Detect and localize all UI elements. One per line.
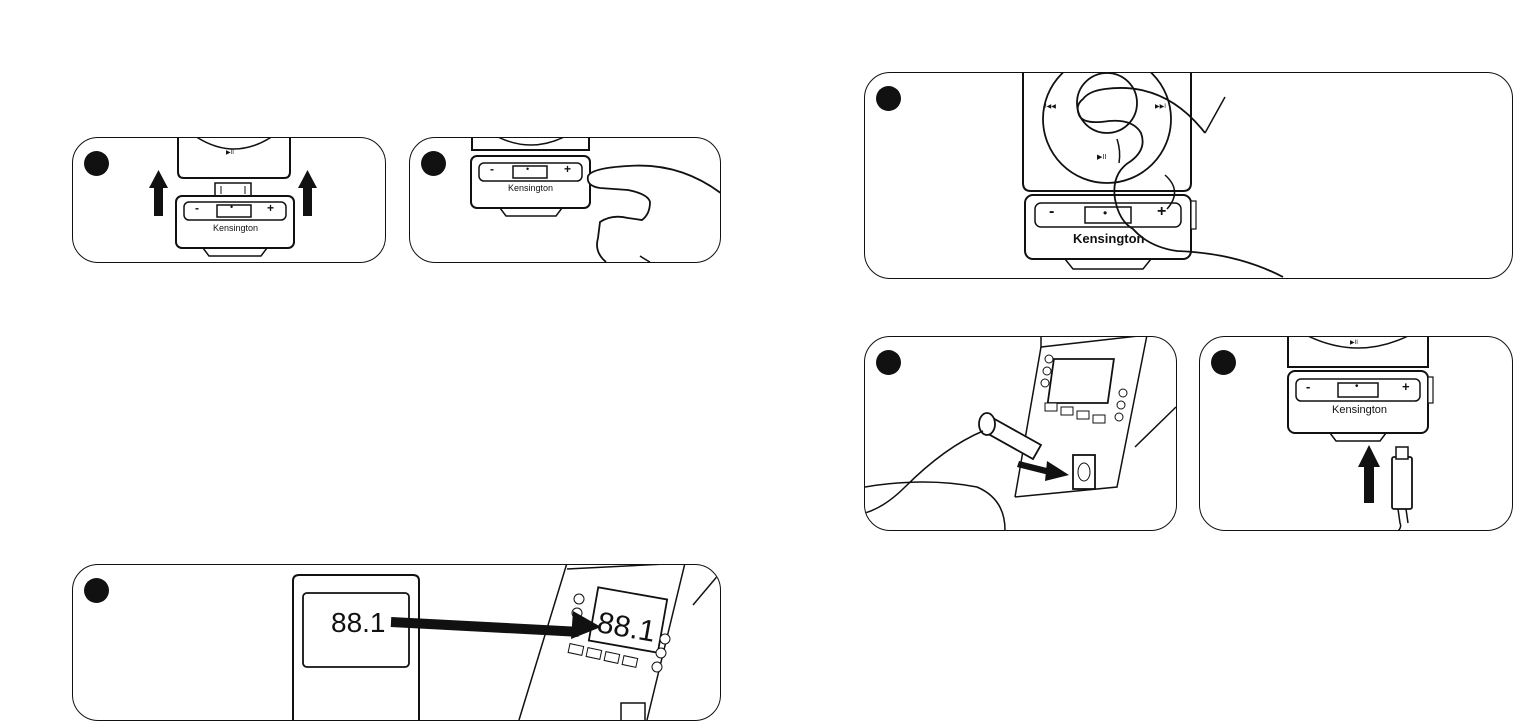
next-label: ▶▶I (1155, 103, 1166, 110)
panel-press-ipod-play: I◀◀ ▶▶I ▶II - + • Kensington (864, 72, 1513, 279)
minus-label: - (1049, 203, 1054, 221)
brand-label: Kensington (508, 183, 553, 193)
brand-label: Kensington (213, 223, 258, 233)
plus-label: + (1402, 379, 1410, 394)
plus-label: + (267, 201, 274, 215)
right-arrow-icon (1017, 461, 1069, 481)
center-dot: • (1355, 381, 1359, 392)
panel-attach-transmitter: ▶II - + • Kensington (72, 137, 386, 263)
brand-label: Kensington (1332, 404, 1387, 416)
up-arrow-icon (1358, 445, 1380, 503)
panel-connect-cable: ▶II - + • Kensington (1199, 336, 1513, 531)
illustration-ipod-play (865, 73, 1512, 278)
minus-label: - (195, 201, 199, 215)
panel-plug-car-charger (864, 336, 1177, 531)
up-arrow-icon (298, 170, 317, 216)
minus-label: - (1306, 379, 1310, 394)
prev-label: I◀◀ (1045, 103, 1056, 110)
play-pause-label: ▶II (1097, 153, 1106, 161)
center-dot: • (1103, 206, 1107, 220)
brand-label: Kensington (1073, 231, 1145, 246)
illustration-attach (73, 138, 385, 262)
center-dot: • (526, 164, 529, 174)
panel-press-button: - + • Kensington (409, 137, 721, 263)
minus-label: - (490, 162, 494, 176)
illustration-connect-cable (1200, 337, 1512, 530)
plus-label: + (564, 162, 571, 176)
play-pause-label: ▶II (226, 149, 234, 156)
play-pause-label: ▶II (1350, 339, 1358, 346)
illustration-car-charger (865, 337, 1176, 530)
plus-label: + (1157, 203, 1166, 221)
right-arrow-icon (391, 611, 601, 639)
up-arrow-icon (149, 170, 168, 216)
center-dot: • (230, 202, 233, 212)
illustration-press-button (410, 138, 720, 262)
panel-tune-radio: 88.1 88.1 (72, 564, 721, 721)
transmitter-frequency: 88.1 (331, 607, 386, 639)
